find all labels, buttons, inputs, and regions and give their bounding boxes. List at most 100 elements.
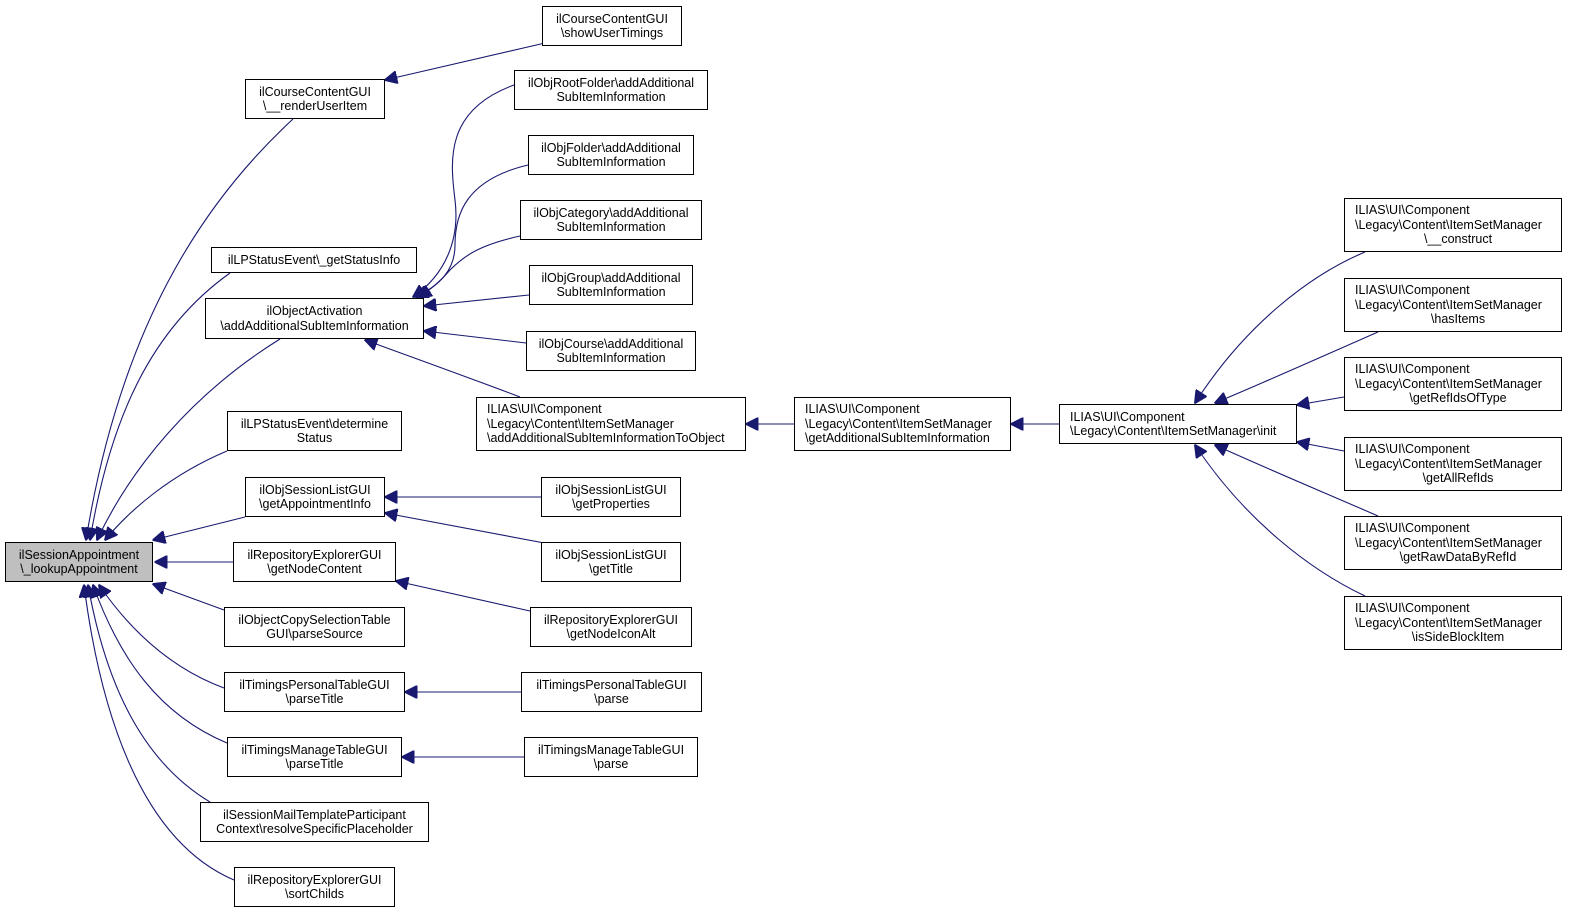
node-sesslist_appt-line-1: ilObjSessionListGUI bbox=[259, 482, 371, 497]
node-sesslist_appt-line-2: \getAppointmentInfo bbox=[259, 497, 371, 511]
node-ism_getrefids[interactable]: ILIAS\UI\Component \Legacy\Content\ItemS… bbox=[1344, 357, 1562, 411]
edge-sesslist_appt-to-root bbox=[153, 516, 246, 540]
node-ism_getraw-line-3: \getRawDataByRefId bbox=[1399, 550, 1517, 565]
node-ccg_timings-line-2: \showUserTimings bbox=[560, 26, 664, 40]
node-lp_determine[interactable]: ilLPStatusEvent\determine Status bbox=[227, 411, 402, 451]
node-course-line-1: ilObjCourse\addAdditional bbox=[538, 336, 684, 351]
node-tm_parsetitle[interactable]: ilTimingsManageTableGUI \parseTitle bbox=[227, 737, 402, 777]
node-ism_getall-line-3: \getAllRefIds bbox=[1422, 471, 1494, 486]
node-ism_hasitems-line-2: \Legacy\Content\ItemSetManager bbox=[1355, 297, 1542, 312]
node-folder-line-1: ilObjFolder\addAdditional bbox=[541, 140, 681, 155]
edge-ism_getrefids-to-ism_init bbox=[1297, 396, 1345, 405]
node-folder-line-2: SubItemInformation bbox=[556, 155, 666, 169]
node-tm_parsetitle-line-2: \parseTitle bbox=[285, 757, 344, 771]
node-tm_parsetitle-line-1: ilTimingsManageTableGUI bbox=[241, 742, 388, 757]
node-ism_init[interactable]: ILIAS\UI\Component \Legacy\Content\ItemS… bbox=[1059, 404, 1297, 444]
edge-lp_getstatus-to-root bbox=[90, 272, 231, 540]
edge-sesslist_title-to-sesslist_appt bbox=[385, 513, 556, 546]
edge-tp_parsetitle-to-root bbox=[99, 585, 225, 689]
node-group[interactable]: ilObjGroup\addAdditional SubItemInformat… bbox=[529, 265, 693, 305]
edge-folder-to-objact bbox=[416, 164, 529, 297]
node-objact-line-1: ilObjectActivation bbox=[266, 304, 363, 318]
node-ism_getall-line-1: ILIAS\UI\Component bbox=[1355, 442, 1470, 457]
node-sesslist_title[interactable]: ilObjSessionListGUI \getTitle bbox=[541, 542, 681, 582]
edge-course-to-objact bbox=[424, 331, 527, 344]
node-repo_sort[interactable]: ilRepositoryExplorerGUI \sortChilds bbox=[234, 867, 395, 907]
node-ism_getall-line-2: \Legacy\Content\ItemSetManager bbox=[1355, 456, 1542, 471]
node-ism_init-line-1: ILIAS\UI\Component bbox=[1070, 409, 1185, 424]
node-rootfolder[interactable]: ilObjRootFolder\addAdditional SubItemInf… bbox=[514, 70, 708, 110]
node-mailtpl-line-1: ilSessionMailTemplateParticipant bbox=[223, 807, 406, 822]
node-ism_getraw[interactable]: ILIAS\UI\Component \Legacy\Content\ItemS… bbox=[1344, 516, 1562, 570]
node-sesslist_appt[interactable]: ilObjSessionListGUI \getAppointmentInfo bbox=[245, 477, 385, 517]
node-course[interactable]: ilObjCourse\addAdditional SubItemInforma… bbox=[526, 331, 696, 371]
node-sesslist_props-line-1: ilObjSessionListGUI bbox=[555, 482, 667, 497]
node-repo_iconalt-line-1: ilRepositoryExplorerGUI bbox=[543, 612, 679, 627]
edge-ism_getraw-to-ism_init bbox=[1215, 445, 1379, 517]
node-mailtpl[interactable]: ilSessionMailTemplateParticipant Context… bbox=[200, 802, 429, 842]
node-ccg_timings[interactable]: ilCourseContentGUI \showUserTimings bbox=[542, 6, 682, 46]
node-repo_nodecontent-line-1: ilRepositoryExplorerGUI bbox=[247, 547, 382, 562]
node-ism_init-line-2: \Legacy\Content\ItemSetManager\init bbox=[1070, 424, 1277, 438]
node-rootfolder-line-2: SubItemInformation bbox=[556, 90, 666, 104]
node-tm_parse[interactable]: ilTimingsManageTableGUI \parse bbox=[524, 737, 698, 777]
node-tp_parsetitle-line-2: \parseTitle bbox=[285, 692, 344, 706]
node-group-line-2: SubItemInformation bbox=[556, 285, 666, 299]
node-sesslist_props-line-2: \getProperties bbox=[572, 497, 650, 511]
node-repo_sort-line-2: \sortChilds bbox=[284, 887, 345, 901]
node-ism_addto-line-1: ILIAS\UI\Component bbox=[487, 402, 602, 417]
node-ism_getadd-line-1: ILIAS\UI\Component bbox=[805, 402, 920, 417]
edge-repo_sort-to-root bbox=[84, 585, 235, 881]
node-ism_getraw-line-1: ILIAS\UI\Component bbox=[1355, 521, 1470, 536]
node-ism_getrefids-line-1: ILIAS\UI\Component bbox=[1355, 362, 1470, 377]
node-ism_getall[interactable]: ILIAS\UI\Component \Legacy\Content\ItemS… bbox=[1344, 437, 1562, 491]
node-repo_nodecontent[interactable]: ilRepositoryExplorerGUI \getNodeContent bbox=[233, 542, 396, 582]
node-ism_addto-line-2: \Legacy\Content\ItemSetManager bbox=[487, 416, 674, 431]
node-ism_addto[interactable]: ILIAS\UI\Component \Legacy\Content\ItemS… bbox=[476, 397, 746, 451]
node-ism_getrefids-line-2: \Legacy\Content\ItemSetManager bbox=[1355, 376, 1542, 391]
node-copysel-line-1: ilObjectCopySelectionTable bbox=[238, 612, 391, 627]
edge-ism_addto-to-objact bbox=[365, 340, 521, 398]
node-ism_issideblock-line-1: ILIAS\UI\Component bbox=[1355, 601, 1470, 616]
node-lp_getstatus[interactable]: ilLPStatusEvent\_getStatusInfo bbox=[211, 247, 417, 273]
node-ism_issideblock[interactable]: ILIAS\UI\Component \Legacy\Content\ItemS… bbox=[1344, 596, 1562, 650]
node-copysel[interactable]: ilObjectCopySelectionTable GUI\parseSour… bbox=[224, 607, 405, 647]
edge-ism_hasitems-to-ism_init bbox=[1215, 331, 1379, 403]
node-ism_construct-line-2: \Legacy\Content\ItemSetManager bbox=[1355, 217, 1542, 232]
node-repo_iconalt[interactable]: ilRepositoryExplorerGUI \getNodeIconAlt bbox=[530, 607, 692, 647]
edge-ism_getall-to-ism_init bbox=[1297, 442, 1345, 452]
node-repo_sort-line-1: ilRepositoryExplorerGUI bbox=[247, 872, 382, 887]
node-ism_issideblock-line-2: \Legacy\Content\ItemSetManager bbox=[1355, 615, 1542, 630]
edge-ism_construct-to-ism_init bbox=[1195, 251, 1366, 403]
node-ism_construct[interactable]: ILIAS\UI\Component \Legacy\Content\ItemS… bbox=[1344, 198, 1562, 252]
node-tp_parsetitle[interactable]: ilTimingsPersonalTableGUI \parseTitle bbox=[224, 672, 405, 712]
edge-objact-to-root bbox=[97, 338, 281, 540]
edge-tm_parsetitle-to-root bbox=[93, 585, 228, 744]
node-lp_determine-line-1: ilLPStatusEvent\determine bbox=[240, 416, 389, 431]
edge-repo_iconalt-to-repo_nodecontent bbox=[396, 581, 531, 612]
edge-copysel-to-root bbox=[153, 584, 225, 611]
node-ism_hasitems[interactable]: ILIAS\UI\Component \Legacy\Content\ItemS… bbox=[1344, 278, 1562, 332]
node-lp_getstatus-line-1: ilLPStatusEvent\_getStatusInfo bbox=[227, 252, 401, 267]
node-sesslist_props[interactable]: ilObjSessionListGUI \getProperties bbox=[541, 477, 681, 517]
node-objact-line-2: \addAdditionalSubItemInformation bbox=[220, 318, 409, 333]
edge-ccg_render-to-root bbox=[86, 118, 294, 540]
node-folder[interactable]: ilObjFolder\addAdditional SubItemInforma… bbox=[528, 135, 694, 175]
node-tp_parsetitle-line-1: ilTimingsPersonalTableGUI bbox=[239, 677, 390, 692]
node-root[interactable]: ilSessionAppointment \_lookupAppointment bbox=[5, 542, 153, 582]
edge-mailtpl-to-root bbox=[88, 585, 211, 803]
node-category[interactable]: ilObjCategory\addAdditional SubItemInfor… bbox=[520, 200, 702, 240]
node-tp_parse[interactable]: ilTimingsPersonalTableGUI \parse bbox=[521, 672, 702, 712]
node-group-line-1: ilObjGroup\addAdditional bbox=[541, 270, 681, 285]
node-tm_parse-line-2: \parse bbox=[593, 757, 629, 771]
node-ccg_render[interactable]: ilCourseContentGUI \__renderUserItem bbox=[245, 79, 385, 119]
node-mailtpl-line-2: Context\resolveSpecificPlaceholder bbox=[216, 822, 413, 836]
node-ism_getadd[interactable]: ILIAS\UI\Component \Legacy\Content\ItemS… bbox=[794, 397, 1011, 451]
node-root-line-1: ilSessionAppointment bbox=[18, 547, 140, 562]
node-objact[interactable]: ilObjectActivation \addAdditionalSubItem… bbox=[205, 298, 424, 339]
node-category-line-2: SubItemInformation bbox=[556, 220, 666, 234]
node-ccg_timings-line-1: ilCourseContentGUI bbox=[556, 11, 668, 26]
edge-rootfolder-to-objact bbox=[413, 84, 515, 297]
